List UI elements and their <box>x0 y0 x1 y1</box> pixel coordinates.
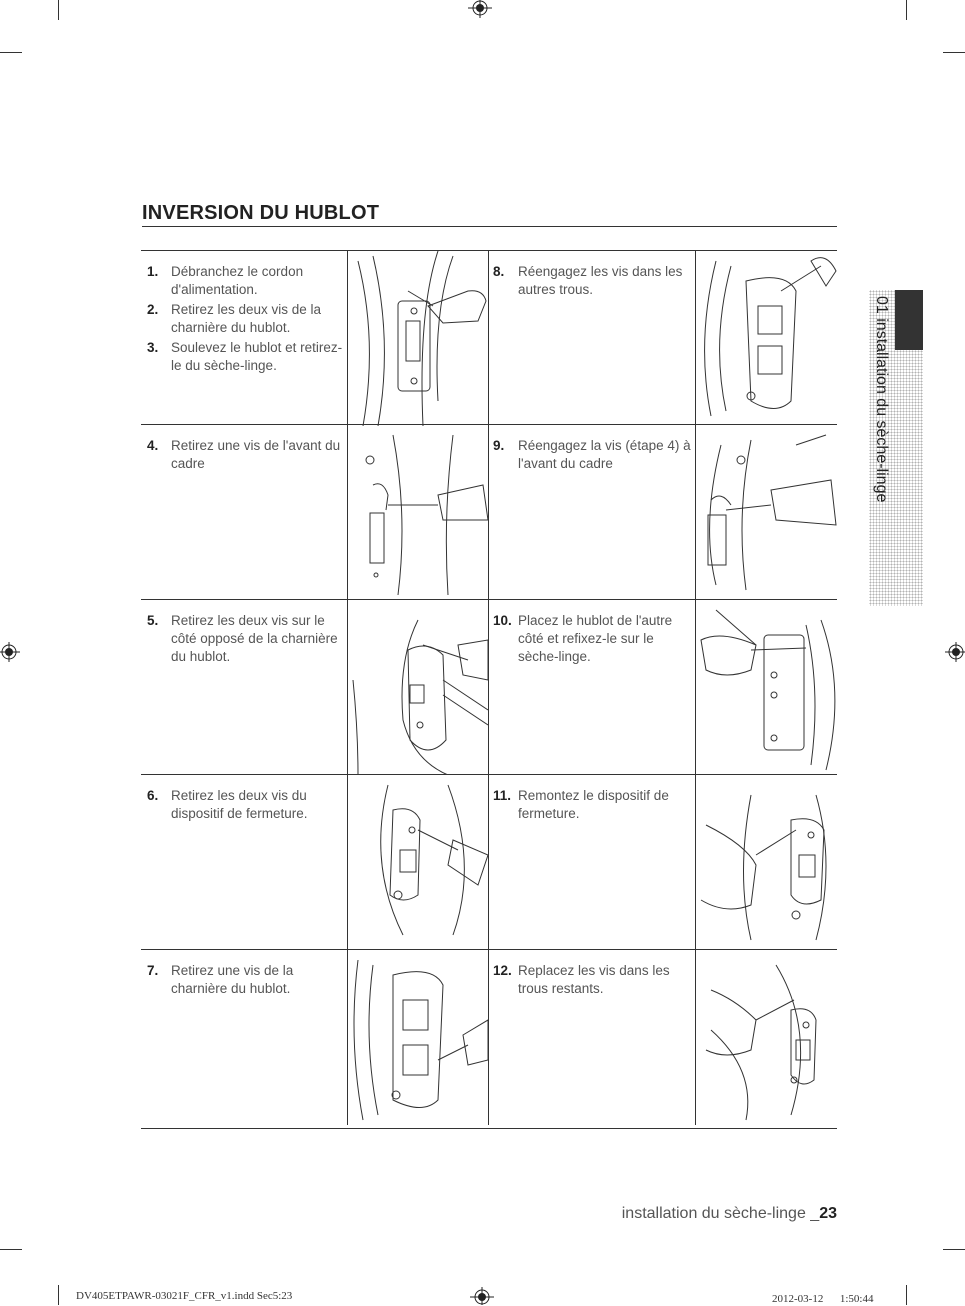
crop-mark-left-bottom <box>0 1249 22 1250</box>
hinge-screw-illustration <box>353 959 488 1121</box>
step-text-cell: 10. Placez le hublot de l'autre côté et … <box>489 600 695 775</box>
step-text: Remontez le dispositif de fermeture. <box>518 788 669 821</box>
door-side-screw-illustration <box>352 619 488 775</box>
crop-mark-bottom-left <box>58 1285 59 1305</box>
crop-mark-top-left <box>58 0 59 20</box>
print-slug-right: 2012-03-12 1:50:44 <box>772 1293 874 1305</box>
step-number: 11. <box>493 788 512 803</box>
door-hinge-reinstall-illustration <box>704 257 837 417</box>
registration-mark-icon <box>470 1287 494 1305</box>
step-item: 8. Réengagez les vis dans les autres tro… <box>489 263 695 299</box>
step-text: Retirez les deux vis du dispositif de fe… <box>171 788 308 821</box>
step-item: 10. Placez le hublot de l'autre côté et … <box>489 612 695 666</box>
lock-device-reinstall-illustration <box>700 794 827 941</box>
step-number: 9. <box>493 438 505 453</box>
step-text-cell: 8. Réengagez les vis dans les autres tro… <box>489 251 695 426</box>
print-slug-left: DV405ETPAWR-03021F_CFR_v1.indd Sec5:23 <box>76 1290 293 1302</box>
footer-text: installation du sèche-linge _ <box>621 1205 820 1222</box>
step-text: Réengagez la vis (étape 4) à l'avant du … <box>518 438 691 471</box>
chapter-side-label: 01 installation du sèche-linge <box>868 296 892 606</box>
step-item: 2. Retirez les deux vis de la charnière … <box>141 301 347 337</box>
step-item: 11. Remontez le dispositif de fermeture. <box>489 787 695 823</box>
step-number: 2. <box>147 302 159 317</box>
step-text: Retirez les deux vis sur le côté opposé … <box>171 613 338 664</box>
step-item: 5. Retirez les deux vis sur le côté oppo… <box>141 612 347 666</box>
step-item: 3. Soulevez le hublot et retirez-le du s… <box>141 339 347 375</box>
step-illustration <box>347 775 489 950</box>
step-text: Retirez les deux vis de la charnière du … <box>171 302 322 335</box>
step-item: 9. Réengagez la vis (étape 4) à l'avant … <box>489 437 695 473</box>
step-text-cell: 7. Retirez une vis de la charnière du hu… <box>141 950 347 1125</box>
step-illustration <box>695 775 837 950</box>
step-number: 6. <box>147 788 159 803</box>
step-number: 12. <box>493 963 512 978</box>
registration-mark-icon <box>468 0 492 18</box>
chapter-side-tab <box>869 290 923 606</box>
grid-row: 1. Débranchez le cordon d'alimentation. … <box>141 251 837 426</box>
step-text-cell: 6. Retirez les deux vis du dispositif de… <box>141 775 347 950</box>
crop-mark-bottom-right <box>906 1285 907 1305</box>
crop-mark-right-top <box>943 52 965 53</box>
step-text-cell: 11. Remontez le dispositif de fermeture. <box>489 775 695 950</box>
step-text: Retirez une vis de la charnière du hublo… <box>171 963 294 996</box>
grid-row: 4. Retirez une vis de l'avant du cadre 9… <box>141 424 837 600</box>
step-number: 1. <box>147 264 159 279</box>
step-illustration <box>347 425 489 600</box>
door-reattach-illustration <box>700 609 836 771</box>
step-item: 4. Retirez une vis de l'avant du cadre <box>141 437 347 473</box>
step-number: 4. <box>147 438 159 453</box>
step-illustration <box>347 251 489 426</box>
registration-mark-icon <box>0 642 20 662</box>
title-rule <box>142 226 837 227</box>
grid-row: 7. Retirez une vis de la charnière du hu… <box>141 949 837 1125</box>
step-number: 7. <box>147 963 159 978</box>
grid-row: 5. Retirez les deux vis sur le côté oppo… <box>141 599 837 775</box>
instruction-grid: 1. Débranchez le cordon d'alimentation. … <box>141 250 837 1129</box>
step-text-cell: 1. Débranchez le cordon d'alimentation. … <box>141 251 347 426</box>
section-title: INVERSION DU HUBLOT <box>142 202 380 224</box>
step-illustration <box>695 251 837 426</box>
chapter-side-label-text: 01 installation du sèche-linge <box>873 296 890 503</box>
step-illustration <box>695 425 837 600</box>
step-number: 8. <box>493 264 505 279</box>
remaining-screws-illustration <box>705 964 817 1121</box>
lock-device-illustration <box>380 784 488 936</box>
step-illustration <box>695 600 837 775</box>
step-number: 10. <box>493 613 512 628</box>
step-text: Replacez les vis dans les trous restants… <box>518 963 670 996</box>
step-illustration <box>695 950 837 1125</box>
step-illustration <box>347 950 489 1125</box>
step-item: 6. Retirez les deux vis du dispositif de… <box>141 787 347 823</box>
registration-mark-icon <box>945 642 965 662</box>
step-text-cell: 9. Réengagez la vis (étape 4) à l'avant … <box>489 425 695 600</box>
door-hinge-illustration <box>357 251 487 426</box>
frame-screw-illustration <box>365 434 488 596</box>
frame-screw-reinstall-illustration <box>707 434 837 591</box>
step-text-cell: 4. Retirez une vis de l'avant du cadre <box>141 425 347 600</box>
crop-mark-top-right <box>906 0 907 20</box>
crop-mark-left-top <box>0 52 22 53</box>
step-text: Placez le hublot de l'autre côté et refi… <box>518 613 673 664</box>
step-text: Soulevez le hublot et retirez-le du sèch… <box>171 340 343 373</box>
step-text: Débranchez le cordon d'alimentation. <box>171 264 304 297</box>
step-illustration <box>347 600 489 775</box>
page-footer: installation du sèche-linge _23 <box>622 1205 837 1223</box>
step-item: 7. Retirez une vis de la charnière du hu… <box>141 962 347 998</box>
step-number: 3. <box>147 340 159 355</box>
step-text-cell: 12. Replacez les vis dans les trous rest… <box>489 950 695 1125</box>
step-text: Retirez une vis de l'avant du cadre <box>171 438 341 471</box>
page-number: 23 <box>819 1205 837 1222</box>
crop-mark-right-bottom <box>943 1249 965 1250</box>
grid-row: 6. Retirez les deux vis du dispositif de… <box>141 774 837 950</box>
step-item: 12. Replacez les vis dans les trous rest… <box>489 962 695 998</box>
step-text: Réengagez les vis dans les autres trous. <box>518 264 683 297</box>
step-item: 1. Débranchez le cordon d'alimentation. <box>141 263 347 299</box>
step-number: 5. <box>147 613 159 628</box>
side-tab-marker <box>895 290 923 350</box>
step-text-cell: 5. Retirez les deux vis sur le côté oppo… <box>141 600 347 775</box>
